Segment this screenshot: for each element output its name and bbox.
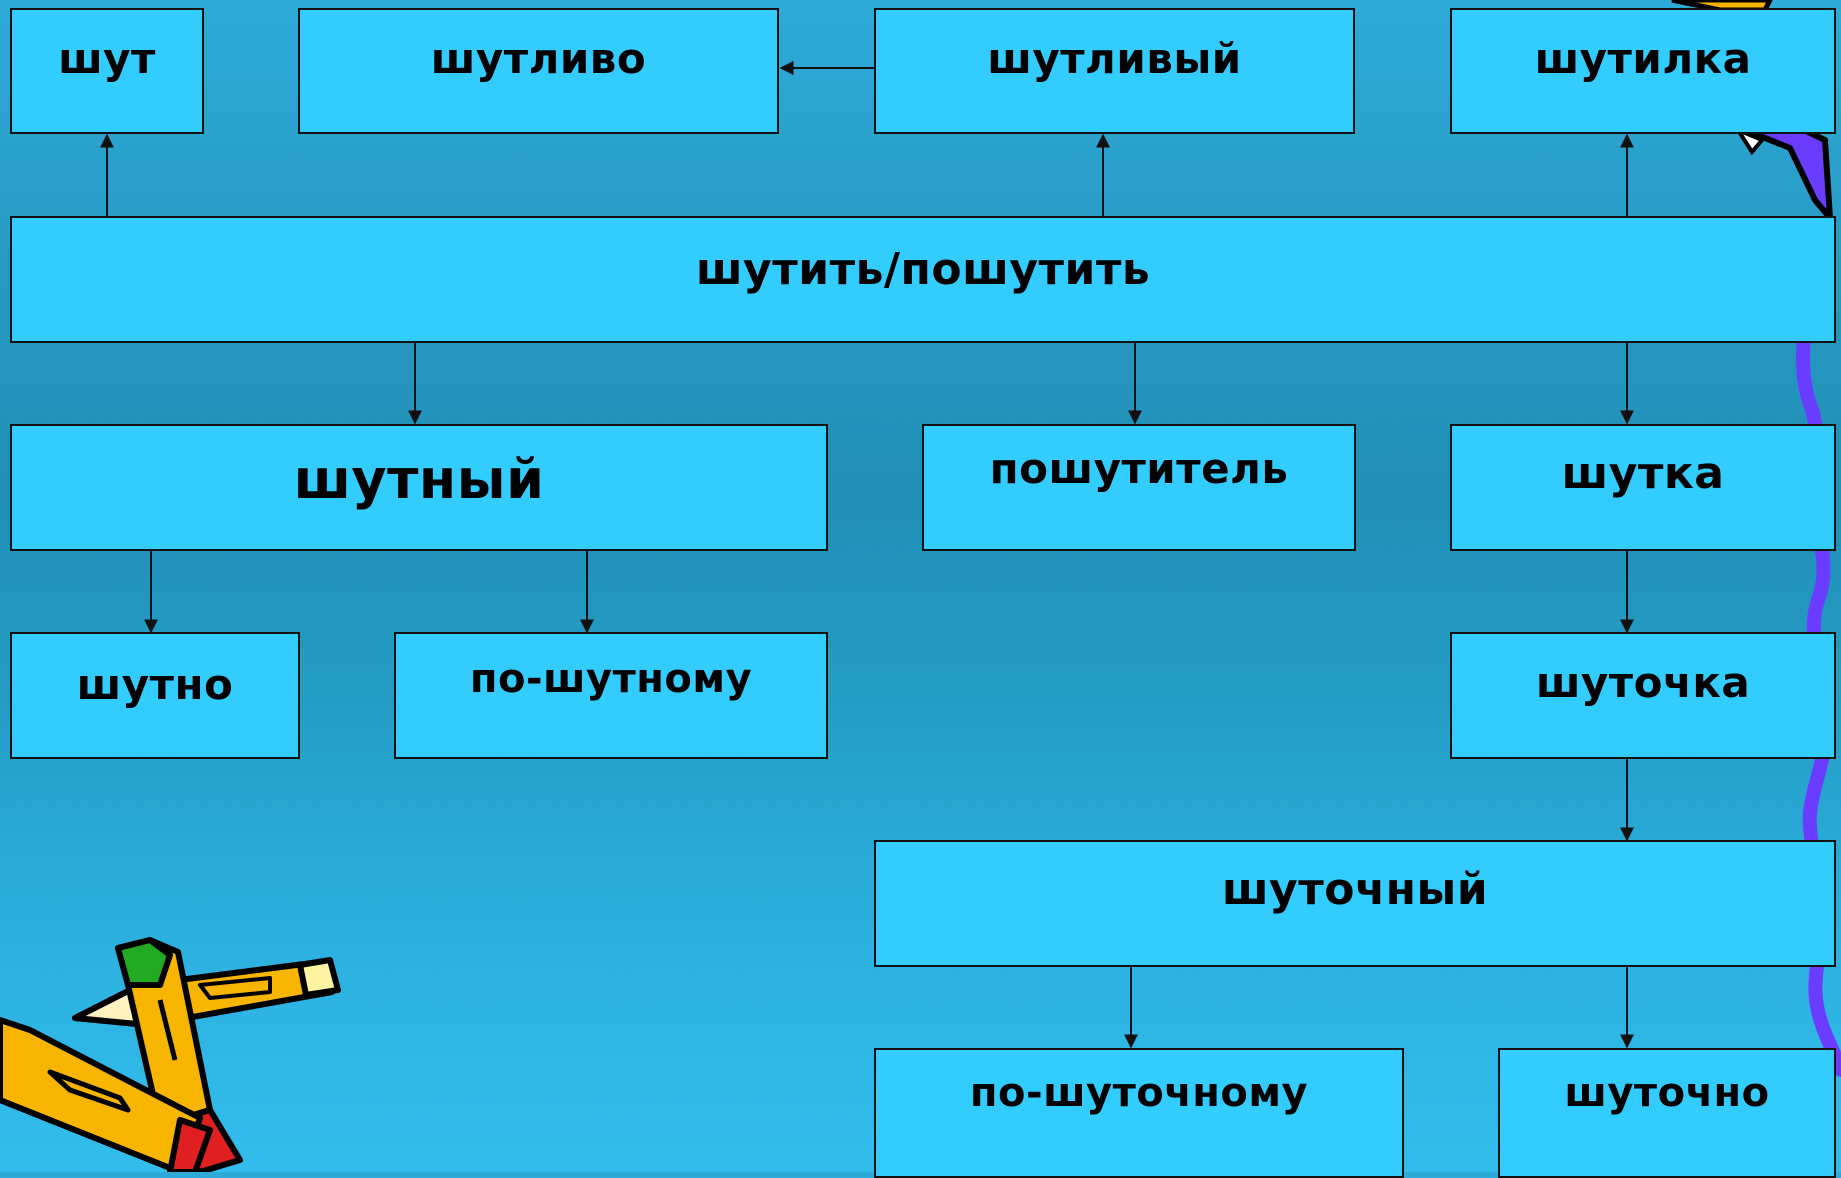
node-shutochno: шуточно bbox=[1498, 1048, 1836, 1178]
node-label: шутка bbox=[1561, 448, 1725, 499]
node-label: шуточно bbox=[1564, 1070, 1770, 1116]
node-shutit: шутить/пошутить bbox=[10, 216, 1836, 343]
node-label: шут bbox=[58, 34, 156, 83]
node-shutochka: шуточка bbox=[1450, 632, 1836, 759]
node-label: по-шуточному bbox=[969, 1070, 1309, 1116]
node-label: шутилка bbox=[1534, 34, 1752, 83]
node-label: шуточка bbox=[1535, 658, 1751, 707]
node-shutno: шутно bbox=[10, 632, 300, 759]
node-po_shutochnomu: по-шуточному bbox=[874, 1048, 1404, 1178]
node-shutlivyi: шутливый bbox=[874, 8, 1355, 134]
node-label: шутливый bbox=[987, 34, 1242, 83]
node-label: шутно bbox=[76, 660, 234, 709]
node-label: шутить/пошутить bbox=[695, 244, 1151, 295]
node-shutka: шутка bbox=[1450, 424, 1836, 551]
node-shutnyi: шутный bbox=[10, 424, 828, 551]
node-shutlivo: шутливо bbox=[298, 8, 779, 134]
node-label: шутливо bbox=[430, 34, 647, 83]
node-shut: шут bbox=[10, 8, 204, 134]
node-shutochnyi: шуточный bbox=[874, 840, 1836, 967]
node-label: шутный bbox=[293, 448, 545, 511]
node-label: пошутитель bbox=[989, 444, 1289, 493]
node-label: шуточный bbox=[1221, 864, 1489, 915]
node-po_shutnomu: по-шутному bbox=[394, 632, 828, 759]
node-shutilka: шутилка bbox=[1450, 8, 1836, 134]
node-label: по-шутному bbox=[469, 656, 753, 702]
node-poshutitel: пошутитель bbox=[922, 424, 1356, 551]
